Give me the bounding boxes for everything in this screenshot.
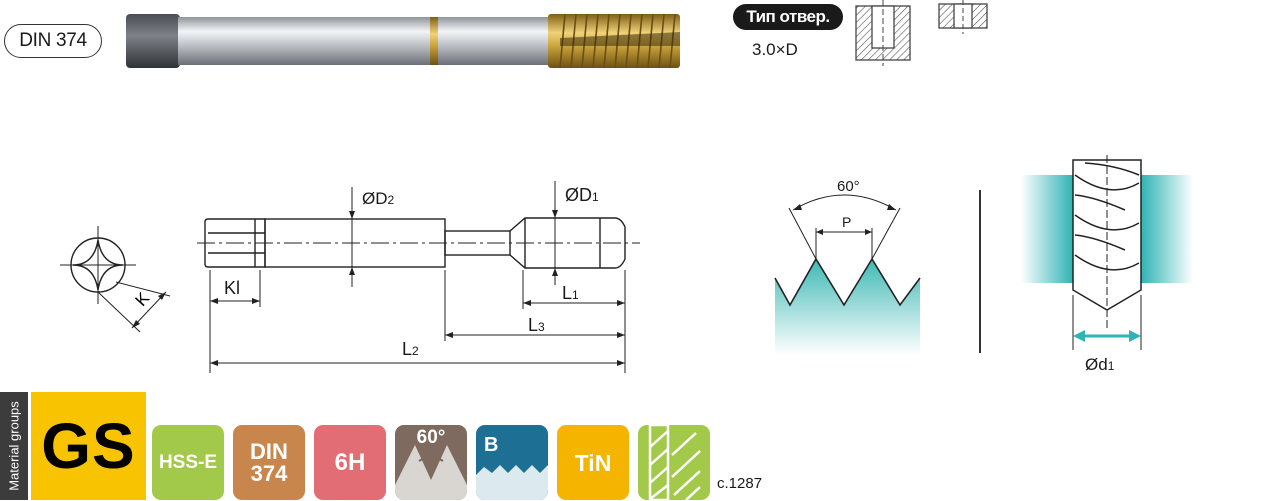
through-hole-icon	[938, 0, 988, 34]
square-end-view	[60, 226, 171, 333]
page-reference[interactable]: c.1287	[717, 475, 763, 492]
tile-flute	[638, 425, 710, 500]
dim-k-label: K	[132, 288, 154, 310]
dim-l1-label: L1	[562, 283, 579, 303]
blind-hole-icon	[855, 0, 911, 66]
dim-kl-label: Kl	[224, 278, 241, 298]
dim-l2-label: L2	[402, 339, 419, 359]
angle-tile-label: 60°	[417, 427, 446, 448]
drill-diameter-label: Ød1	[1085, 355, 1115, 374]
tile-tolerance: 6H	[314, 425, 386, 500]
material-groups-label: Material groups	[0, 392, 28, 500]
tile-coating: TiN	[557, 425, 629, 500]
tap-side-view	[197, 181, 640, 373]
hole-depth-value: 3.0×D	[752, 40, 798, 59]
thread-profile-diagram	[774, 194, 921, 355]
dim-d2-label: ØD2	[362, 189, 395, 208]
thread-angle-label: 60°	[837, 178, 860, 195]
dim-k-text: K	[132, 288, 154, 310]
standard-label: DIN 374	[4, 24, 102, 58]
tile-thread-angle: 60°	[395, 425, 467, 500]
dim-d1-label: ØD1	[565, 185, 599, 205]
tap-drill-diagram	[1021, 155, 1193, 350]
dim-l3-label: L3	[528, 315, 545, 335]
material-group-badge: GS	[31, 392, 146, 500]
tile-material: HSS-E	[152, 425, 224, 500]
form-tile-label: B	[484, 434, 498, 456]
hole-type-badge: Тип отвер.	[733, 4, 843, 30]
thread-pitch-label: P	[842, 214, 852, 230]
section-divider	[979, 190, 981, 353]
spiral-flute-icon	[648, 425, 701, 500]
thread-angle-icon: 60°	[395, 427, 467, 500]
tile-form: B	[476, 425, 548, 500]
thread-form-icon: B	[476, 434, 548, 500]
tile-din: DIN 374	[233, 425, 305, 500]
tap-photo	[126, 13, 680, 69]
